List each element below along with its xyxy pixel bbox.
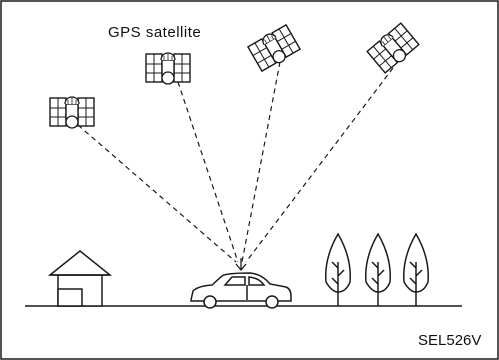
signal-line-4	[245, 67, 394, 263]
tree-2	[365, 232, 391, 306]
satellite-2	[145, 52, 191, 85]
satellite-label: GPS satellite	[108, 24, 202, 41]
trees	[325, 232, 429, 306]
figure-code: SEL526V	[418, 332, 482, 349]
signal-line-1	[77, 124, 237, 263]
tree-1	[325, 232, 351, 306]
signal-line-2	[177, 81, 239, 263]
house	[47, 250, 113, 307]
signal-lines	[77, 61, 394, 263]
signal-line-3	[241, 61, 281, 263]
satellite-4	[365, 21, 421, 76]
receive-arrow	[235, 258, 247, 272]
satellite-1	[49, 96, 95, 129]
satellite-3	[246, 23, 302, 74]
tree-3	[403, 232, 429, 306]
car	[190, 272, 292, 309]
